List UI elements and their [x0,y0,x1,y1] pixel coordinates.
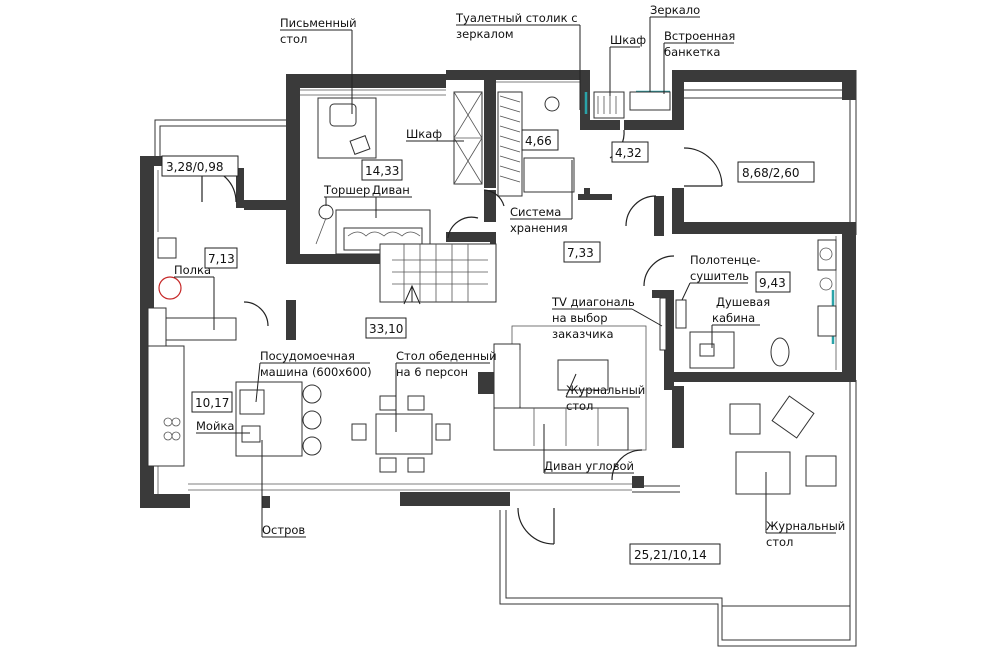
label-dishwasher-line1: Посудомоечная [260,349,355,363]
label-lamp: Торшер [323,183,370,197]
area-box-balcony-left [161,155,239,177]
label-vanity-line1: Туалетный столик с [455,11,578,25]
area-box-terrace-bottom [629,543,721,565]
label-tv-line2: на выбор [552,311,608,325]
label-dishwasher-line2: машина (600х600) [260,365,372,379]
stairs-arrow-icon [403,284,421,305]
area-terrace-bottom: 25,21/10,14 [634,548,707,562]
area-bedroom: 4,66 [525,134,552,148]
label-island: Остров [262,523,305,537]
label-bench-line2: банкетка [664,45,720,59]
area-box-utility [204,247,238,269]
label-dining-line2: на 6 персон [396,365,468,379]
area-cabinet: 14,33 [365,164,399,178]
area-bathroom: 9,43 [759,276,786,290]
label-wardrobe-cabinet: Шкаф [406,127,442,141]
callouts: Письменный стол Туалетный столик с зерка… [174,3,845,549]
label-tv-line1: TV диагональ [551,295,635,309]
area-box-dressing [611,141,649,163]
label-terrace-table-line1: Журнальный [766,519,845,533]
label-sink: Мойка [196,419,234,433]
area-box-bathroom [755,271,791,293]
area-box-cabinet [361,159,403,181]
area-balcony-left: 3,28/0,98 [166,160,223,174]
label-mirror: Зеркало [650,3,700,17]
label-dining-line1: Стол обеденный [396,349,497,363]
area-terrace-right: 8,68/2,60 [742,166,799,180]
label-terrace-table-line2: стол [766,535,793,549]
label-tv-line3: заказчика [552,327,614,341]
label-wardrobe-top: Шкаф [610,33,646,47]
area-utility: 7,13 [208,252,235,266]
label-desk-line2: стол [280,32,307,46]
label-coffee-line2: стол [566,399,593,413]
area-dressing: 4,32 [615,146,642,160]
label-corner-sofa: Диван угловой [544,459,634,473]
label-bench-line1: Встроенная [664,29,735,43]
label-shower-line1: Душевая [716,295,770,309]
label-coffee-line1: Журнальный [566,383,645,397]
area-labels: 3,28/0,98 7,13 14,33 4,66 4,32 8,68/2,60… [161,129,815,565]
label-vanity-line2: зеркалом [456,27,514,41]
area-box-kitchen [191,391,233,413]
label-shower-line2: кабина [712,311,755,325]
furniture [147,91,837,495]
doors [201,129,723,545]
area-living: 33,10 [369,322,403,336]
area-box-terrace-right [737,161,815,183]
area-kitchen: 10,17 [195,396,229,410]
label-sofa: Диван [372,183,410,197]
area-box-bedroom [521,129,559,151]
area-hall: 7,33 [567,246,594,260]
label-storage-line1: Система [510,205,561,219]
label-shelf: Полка [174,263,211,277]
area-box-hall [563,241,601,263]
label-desk-line1: Письменный [280,16,357,30]
label-towel-line2: сушитель [690,269,749,283]
label-storage-line2: хранения [510,221,568,235]
label-towel-line1: Полотенце- [690,253,760,267]
area-box-living [365,317,407,339]
